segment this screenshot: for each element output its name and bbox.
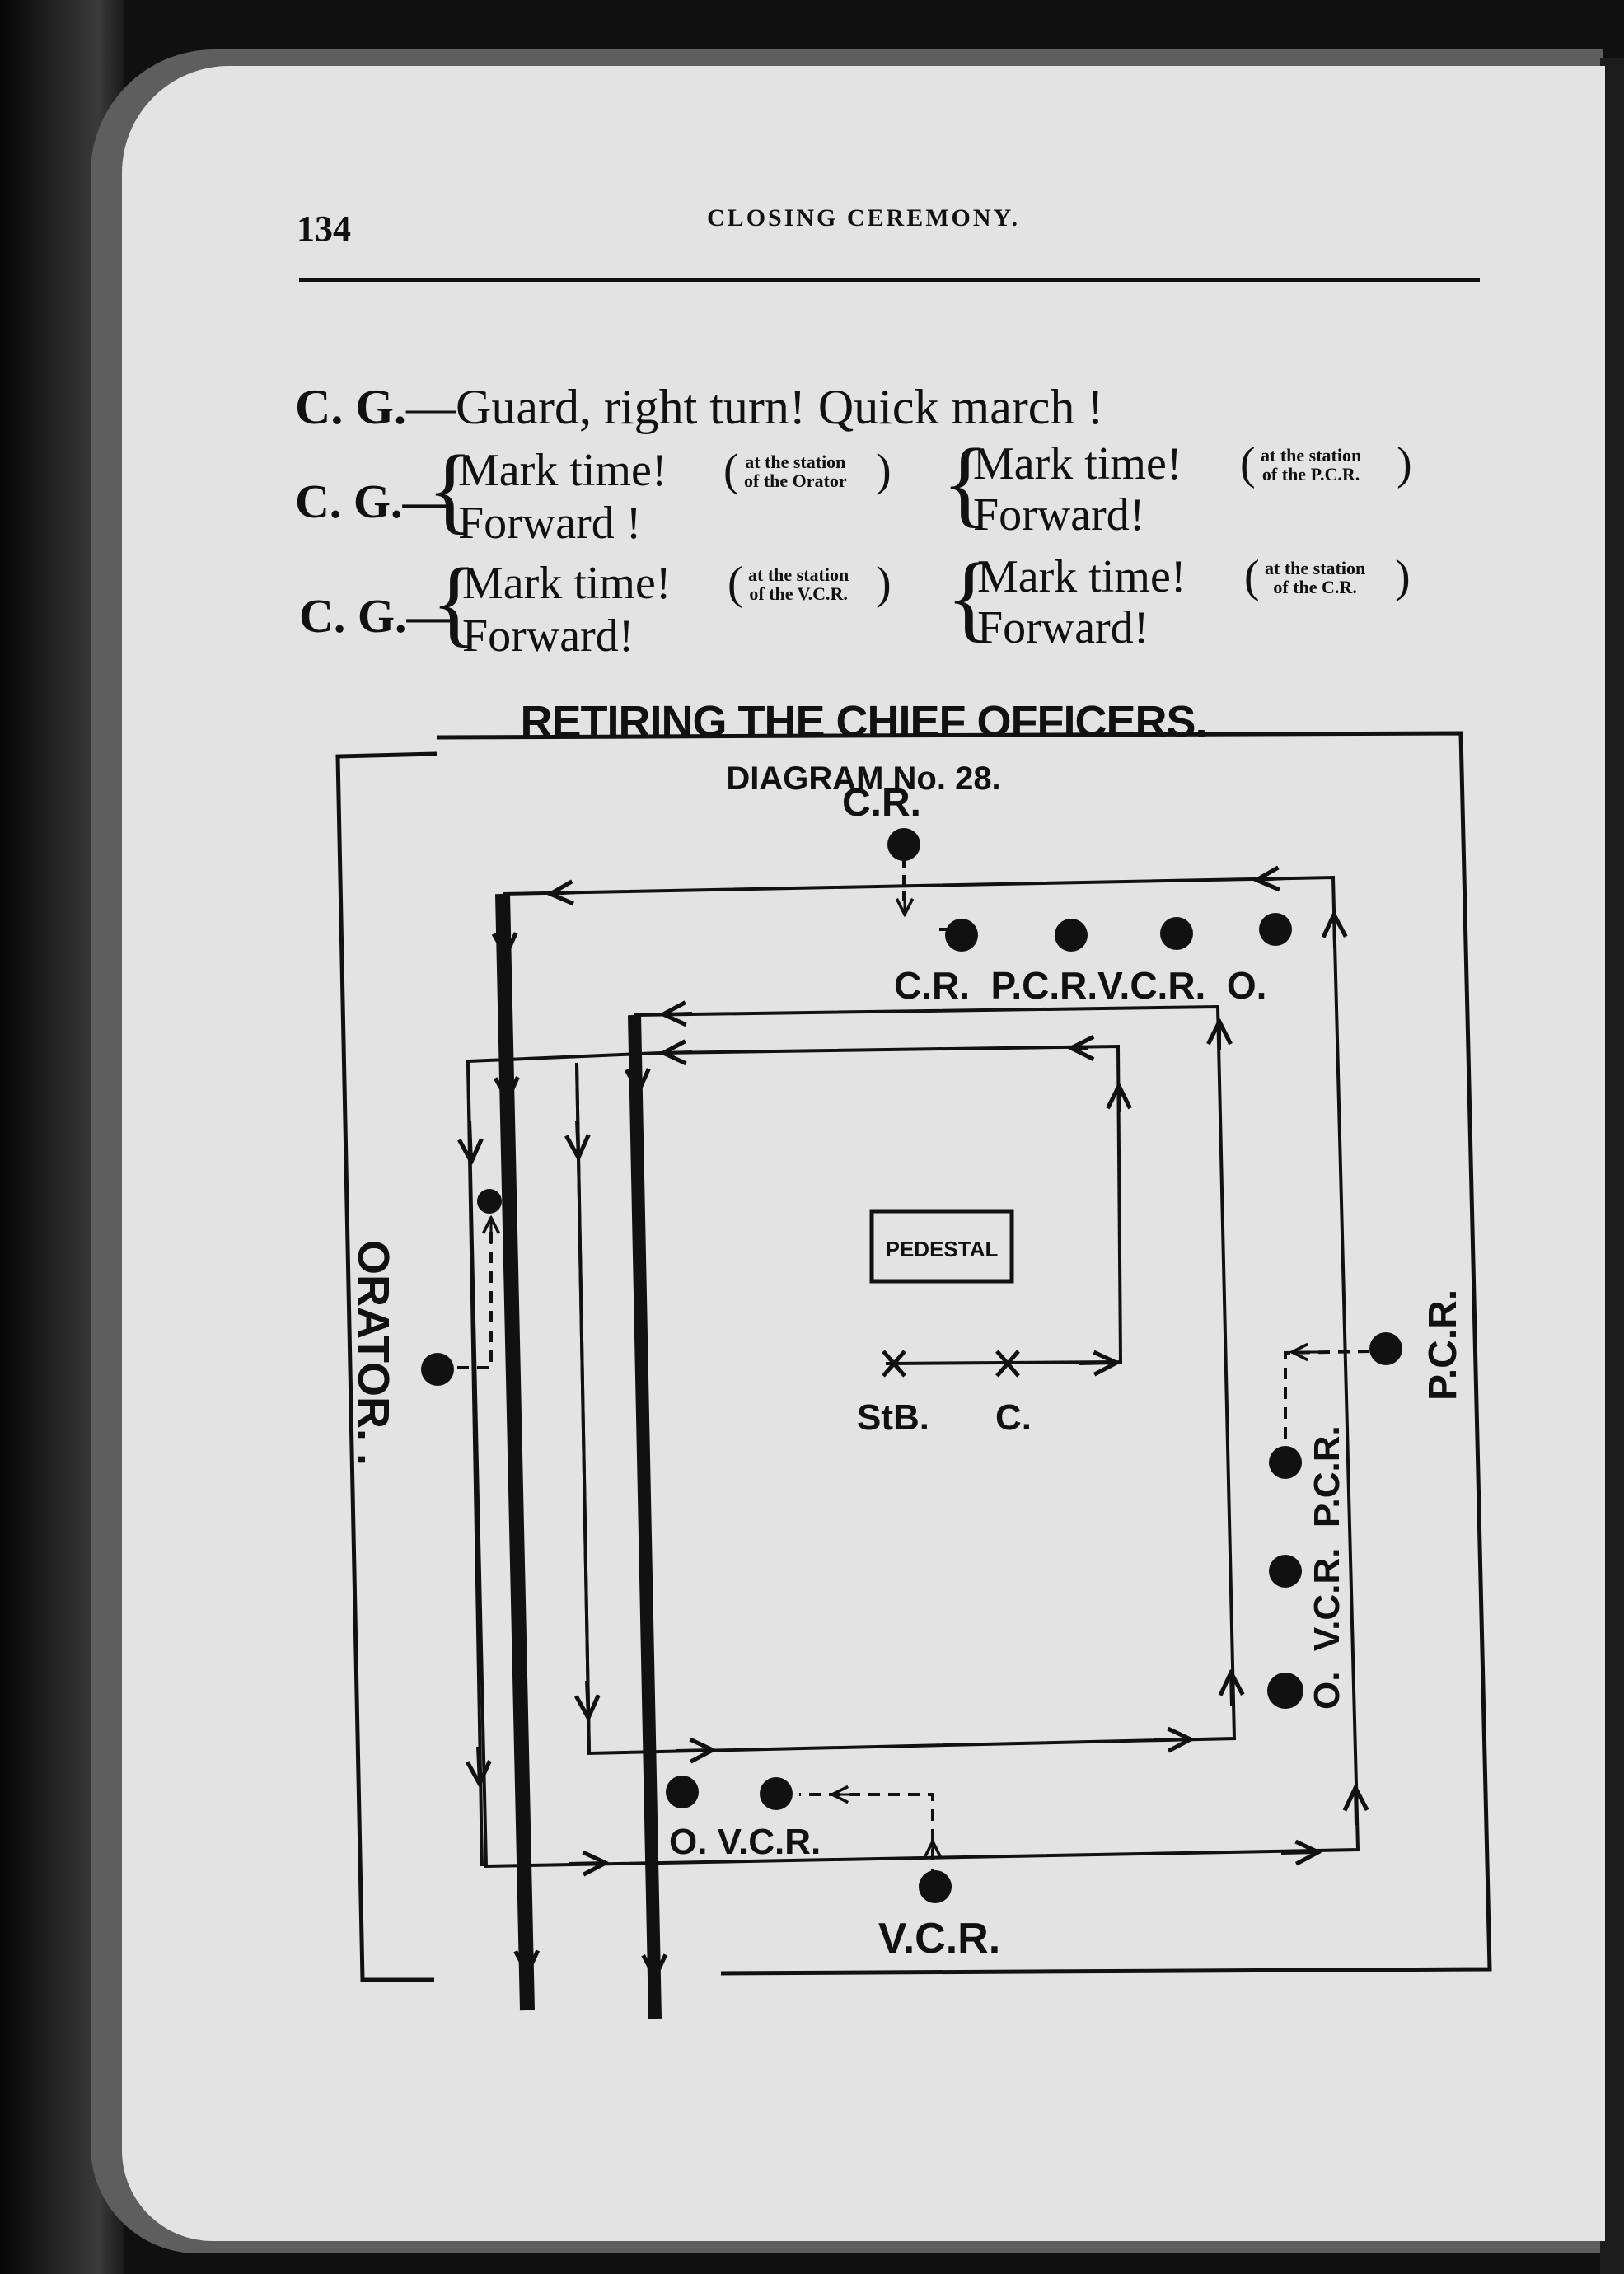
diagram-title: DIAGRAM No. 28. bbox=[726, 760, 1001, 797]
guard-line-thick bbox=[495, 893, 535, 2011]
dashed-move-pcr bbox=[1284, 1350, 1370, 1450]
arrow-left-icon bbox=[663, 1052, 693, 1053]
stb-label: StB. bbox=[857, 1397, 929, 1438]
command-group-1: C. G.— { Mark time! ( at the station of … bbox=[295, 434, 1605, 556]
second-path bbox=[575, 1004, 1237, 1756]
c-mark-icon bbox=[995, 1350, 1020, 1378]
arrow-down-icon bbox=[587, 1680, 588, 1718]
arrow-down-icon bbox=[637, 1054, 639, 1092]
command-label: C. G.— bbox=[299, 589, 455, 643]
o-bottom-dot bbox=[666, 1776, 699, 1808]
command-line-guard: C. G.—Guard, right turn! Quick march ! bbox=[295, 379, 1103, 436]
page-number: 134 bbox=[297, 208, 351, 249]
arrow-right-icon bbox=[675, 1750, 713, 1751]
arrow-left-icon bbox=[550, 892, 578, 894]
arrow-down-icon bbox=[526, 1919, 527, 1973]
arrow-left-icon bbox=[663, 1013, 693, 1014]
paren-open-icon: ( bbox=[1244, 551, 1260, 602]
left-vertical-b bbox=[575, 1062, 591, 1754]
cr-station-dot bbox=[887, 828, 920, 861]
paren-close-icon: ) bbox=[876, 445, 892, 496]
dashed-move-orator bbox=[457, 1219, 493, 1369]
station-note: at the station of the V.C.R. bbox=[748, 564, 849, 605]
right-column-label: O. V.C.R. P.C.R. bbox=[1307, 1425, 1347, 1710]
mark-time-text: Mark time! bbox=[973, 438, 1182, 489]
brace-icon: { bbox=[431, 548, 478, 656]
pedestal-label: PEDESTAL bbox=[886, 1237, 999, 1261]
station-note: at the station of the Orator bbox=[744, 452, 847, 492]
bottom-row-label: O. V.C.R. bbox=[669, 1822, 821, 1862]
cr-dot bbox=[945, 919, 978, 952]
pedestal-box bbox=[869, 1209, 1014, 1284]
left-connector bbox=[466, 1051, 660, 1063]
stb-mark-icon bbox=[882, 1350, 906, 1378]
forward-text: Forward! bbox=[977, 602, 1149, 653]
pcr-station-dot bbox=[1369, 1332, 1402, 1365]
forward-text: Forward! bbox=[973, 489, 1145, 540]
arrow-down-icon bbox=[577, 1120, 578, 1158]
arrow-left-icon bbox=[1257, 878, 1286, 880]
vcr-dot bbox=[1160, 917, 1193, 950]
command-label: C. G. bbox=[295, 380, 406, 434]
arrow-down-icon bbox=[478, 1746, 480, 1784]
running-head: CLOSING CEREMONY. bbox=[707, 204, 1020, 232]
arrow-down-icon bbox=[506, 1062, 508, 1100]
arrow-right-icon bbox=[1280, 1852, 1318, 1853]
arrow-right-icon bbox=[1153, 1739, 1191, 1740]
mark-time-text: Mark time! bbox=[462, 558, 672, 609]
outer-path bbox=[466, 875, 1360, 1869]
inner-path bbox=[658, 1044, 1123, 1365]
arrow-right-icon bbox=[568, 1863, 606, 1864]
guard-line-thick bbox=[628, 1014, 662, 2019]
orator-label: ORATOR. . bbox=[349, 1240, 398, 1466]
station-note: at the station of the P.C.R. bbox=[1261, 445, 1362, 485]
pcr-dot bbox=[1055, 919, 1088, 952]
station-note: at the station of the C.R. bbox=[1265, 558, 1366, 598]
orator-dot bbox=[1259, 913, 1292, 946]
arrow-down-icon bbox=[504, 922, 506, 956]
paren-open-icon: ( bbox=[723, 445, 739, 496]
left-vertical-a bbox=[466, 1062, 484, 1867]
vcr-station-dot bbox=[919, 1870, 952, 1903]
header-rule bbox=[299, 278, 1480, 282]
arrow-up-icon bbox=[1355, 1788, 1356, 1826]
cr-station-label: C.R. bbox=[842, 781, 921, 825]
arrow-down-icon bbox=[653, 1919, 655, 1977]
arrow-up-icon bbox=[1334, 915, 1335, 948]
command-group-2: C. G.— { Mark time! ( at the station of … bbox=[299, 548, 1605, 669]
mark-time-text: Mark time! bbox=[977, 551, 1186, 602]
paren-close-icon: ) bbox=[1395, 551, 1411, 602]
orator-moved-dot bbox=[477, 1189, 502, 1214]
forward-text: Forward ! bbox=[458, 498, 642, 549]
paren-open-icon: ( bbox=[728, 558, 743, 609]
mark-time-text: Mark time! bbox=[458, 445, 667, 496]
vcr-station-label: V.C.R. bbox=[878, 1915, 1000, 1963]
forward-text: Forward! bbox=[462, 611, 634, 662]
vcr-bottom-dot bbox=[760, 1777, 793, 1810]
arrow-up-icon bbox=[1231, 1673, 1232, 1706]
arrow-right-icon bbox=[1079, 1363, 1116, 1364]
book-page: 134 CLOSING CEREMONY. C. G.—Guard, right… bbox=[122, 66, 1605, 2241]
brace-icon: { bbox=[942, 428, 989, 536]
command-label: C. G.— bbox=[295, 475, 451, 528]
orator-station-dot bbox=[421, 1353, 454, 1386]
pcr-moved-dot bbox=[1269, 1446, 1302, 1479]
paren-open-icon: ( bbox=[1240, 438, 1256, 489]
brace-icon: { bbox=[946, 543, 993, 651]
top-row-label: C.R. P.C.R.V.C.R. O. bbox=[894, 964, 1266, 1007]
paren-close-icon: ) bbox=[876, 558, 892, 609]
command-text: —Guard, right turn! Quick march ! bbox=[406, 380, 1104, 434]
pcr-station-label: P.C.R. bbox=[1421, 1289, 1465, 1401]
paren-close-icon: ) bbox=[1397, 438, 1412, 489]
c-label: C. bbox=[995, 1397, 1032, 1438]
vcr-moved-dot bbox=[1269, 1555, 1302, 1588]
o-moved-dot bbox=[1267, 1673, 1303, 1709]
room-border bbox=[335, 731, 1492, 1982]
brace-icon: { bbox=[427, 435, 474, 543]
arrow-down-icon bbox=[470, 1120, 471, 1162]
